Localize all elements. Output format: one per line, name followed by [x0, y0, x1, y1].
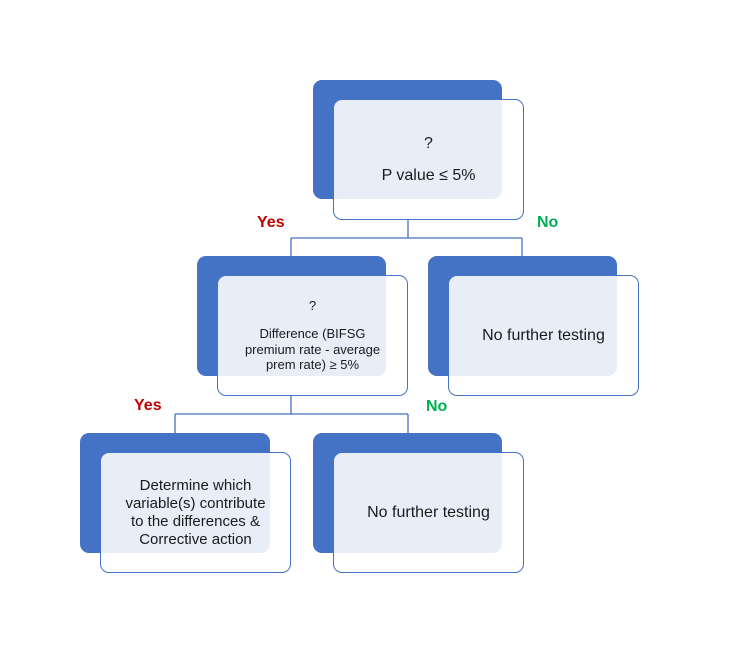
- diff-node-line-1: Difference (BIFSG: [259, 325, 366, 341]
- no-test-2-node: No further testing: [333, 452, 524, 573]
- determine-node: Determine which variable(s) contribute t…: [100, 452, 291, 573]
- no-test-2-label: No further testing: [367, 503, 490, 521]
- edge-label-diff-yes: Yes: [134, 397, 162, 414]
- edge-label-root-no: No: [537, 214, 559, 231]
- edge-label-diff-no: No: [426, 398, 448, 415]
- determine-node-line-1: Determine which: [139, 476, 252, 494]
- root-node: ? P value ≤ 5%: [333, 99, 524, 220]
- diff-node: ? Difference (BIFSG premium rate - avera…: [217, 275, 408, 396]
- diff-node-line-2: premium rate - average: [244, 341, 381, 357]
- diff-node-question: ?: [308, 298, 317, 314]
- edge-label-root-yes: Yes: [257, 214, 285, 231]
- determine-node-line-3: to the differences &: [131, 512, 260, 530]
- determine-node-line-2: variable(s) contribute: [125, 494, 266, 512]
- determine-node-line-4: Corrective action: [139, 530, 252, 548]
- root-node-question: ?: [424, 135, 433, 153]
- diff-node-line-3: prem rate) ≥ 5%: [265, 357, 360, 373]
- no-test-1-label: No further testing: [482, 326, 605, 344]
- no-test-1-node: No further testing: [448, 275, 639, 396]
- root-node-label: P value ≤ 5%: [381, 166, 476, 184]
